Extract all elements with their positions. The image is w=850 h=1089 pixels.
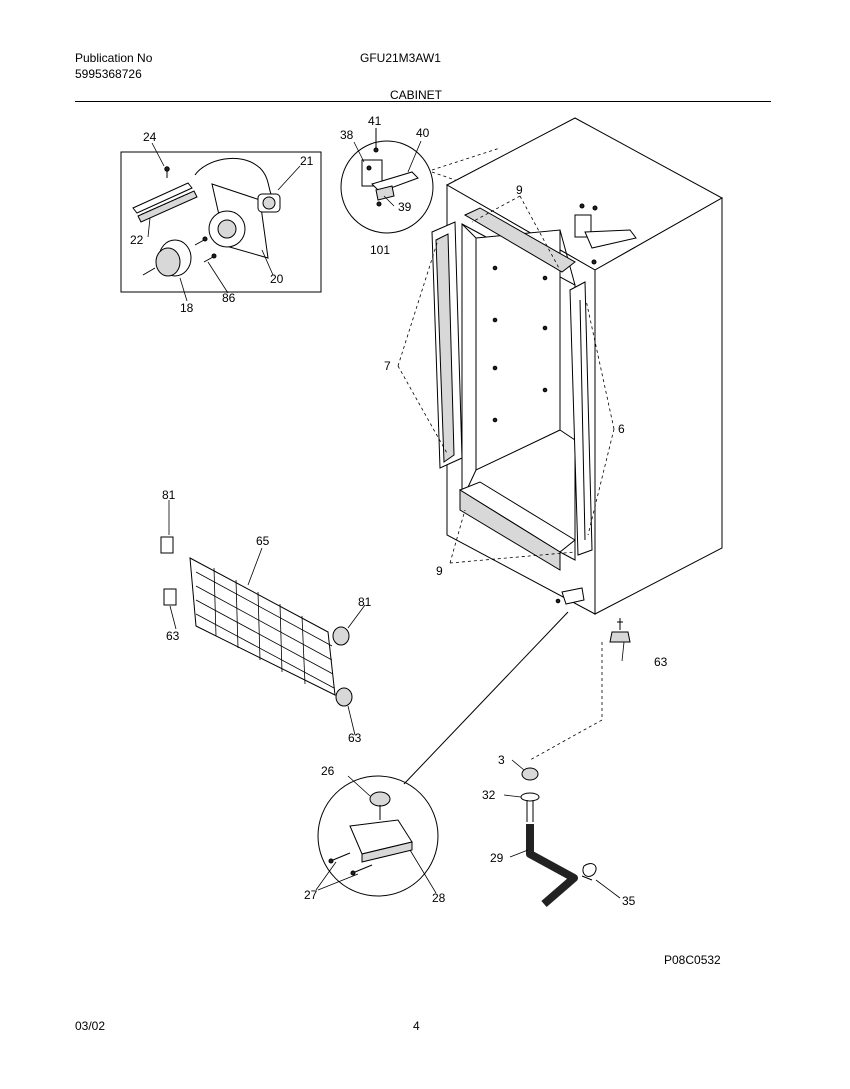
callout-9-top: 9 [516,183,523,197]
callout-3: 3 [498,753,505,767]
figure-code: P08C0532 [664,953,721,967]
callout-7: 7 [384,359,391,373]
publication-number: 5995368726 [75,67,142,81]
callout-18: 18 [180,301,194,315]
section-title: CABINET [390,88,443,102]
callout-labels: 24 21 22 20 18 86 38 41 40 39 101 9 7 6 … [130,114,668,908]
screw-24 [164,166,170,178]
footer-date: 03/02 [75,1019,105,1033]
publication-label: Publication No [75,51,153,65]
fan-bracket [208,183,269,259]
callout-32: 32 [482,788,496,802]
callout-29: 29 [490,851,504,865]
callout-40: 40 [416,126,430,140]
callout-86: 86 [222,291,236,305]
callout-63-left: 63 [166,629,180,643]
fan-assembly-inset [120,142,322,302]
callout-101: 101 [370,243,390,257]
model-number: GFU21M3AW1 [360,51,441,65]
callout-65: 65 [256,534,270,548]
bottom-hinge-detail [315,611,569,897]
callout-39: 39 [398,200,412,214]
screws-86 [194,236,217,263]
wire-harness [194,157,273,197]
callout-9-bottom: 9 [436,564,443,578]
callout-28: 28 [432,891,446,905]
freezer-cabinet [431,117,724,643]
page-number: 4 [413,1019,420,1033]
callout-63-right: 63 [654,655,668,669]
callout-81-right: 81 [358,595,372,609]
leveling-leg [609,618,631,643]
callout-21: 21 [300,154,314,168]
door-stop-parts [503,642,621,908]
callout-81-top: 81 [162,488,176,502]
callout-41: 41 [368,114,382,128]
callout-35: 35 [622,894,636,908]
callout-27: 27 [304,888,318,902]
callout-6: 6 [618,422,625,436]
fan-motor [257,193,281,213]
callout-22: 22 [130,233,144,247]
cabinet-leaders [397,195,625,662]
callout-26: 26 [321,764,335,778]
header-rule [75,101,771,102]
callout-20: 20 [270,272,284,286]
base-grille [160,500,366,736]
grille-strip [132,182,198,223]
torsion-rod [526,824,578,908]
callout-24: 24 [143,130,157,144]
fan-blade [142,239,192,277]
callout-38: 38 [340,128,354,142]
callout-63-bottom: 63 [348,731,362,745]
